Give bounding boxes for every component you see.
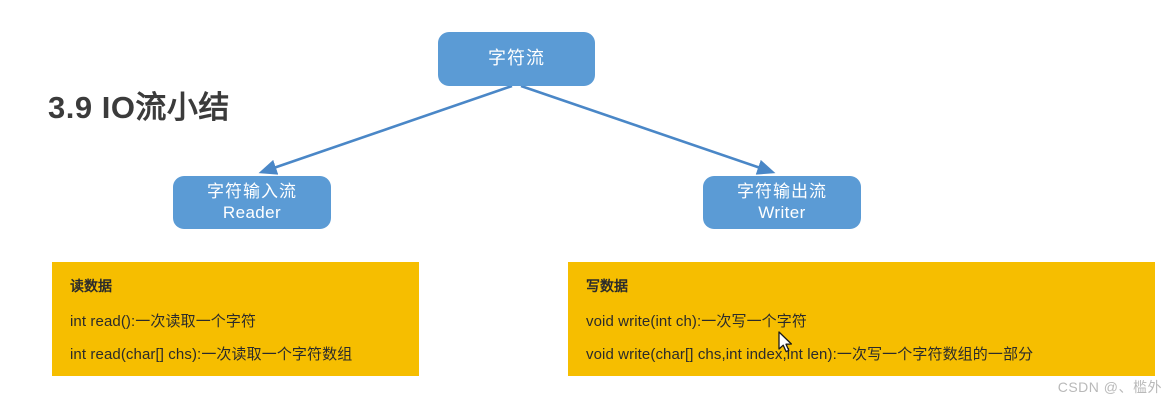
node-reader-label-en: Reader [222, 202, 282, 222]
panel-write-line-2: void write(char[] chs,int index,int len)… [586, 346, 1034, 363]
node-reader-label-cn: 字符输入流 [207, 182, 297, 202]
connector-root-to-writer [520, 84, 776, 175]
node-character-input-stream[interactable]: 字符输入流 Reader [173, 176, 331, 229]
panel-write-data: 写数据 void write(int ch):一次写一个字符 void writ… [568, 262, 1155, 376]
node-writer-label-cn: 字符输出流 [737, 182, 827, 202]
node-character-stream[interactable]: 字符流 [438, 32, 595, 86]
page-title: 3.9 IO流小结 [48, 90, 230, 125]
node-writer-label-en: Writer [758, 202, 806, 222]
panel-read-heading: 读数据 [70, 278, 112, 294]
panel-write-heading: 写数据 [586, 278, 628, 294]
mouse-cursor-icon [778, 331, 793, 353]
panel-read-line-2: int read(char[] chs):一次读取一个字符数组 [70, 346, 353, 363]
panel-read-line-1: int read():一次读取一个字符 [70, 313, 257, 330]
node-character-output-stream[interactable]: 字符输出流 Writer [703, 176, 861, 229]
connector-root-to-reader [258, 84, 513, 175]
panel-read-data: 读数据 int read():一次读取一个字符 int read(char[] … [52, 262, 419, 376]
csdn-watermark: CSDN @、槛外 [1057, 379, 1162, 395]
node-root-label-cn: 字符流 [488, 48, 545, 69]
panel-write-line-1: void write(int ch):一次写一个字符 [586, 313, 807, 330]
